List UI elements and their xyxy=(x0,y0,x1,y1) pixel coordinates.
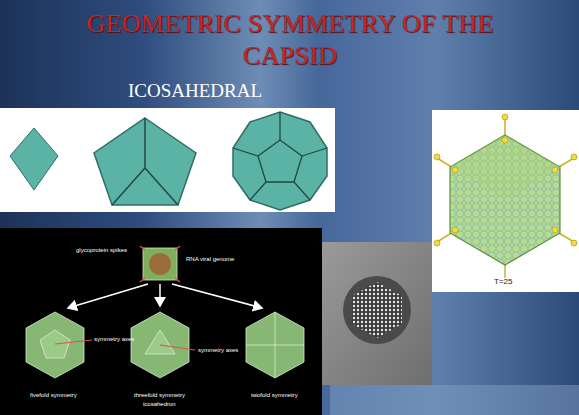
shape-panel xyxy=(0,108,335,212)
icosahedron-shape xyxy=(233,112,327,210)
slide-title: GEOMETRIC SYMMETRY OF THE CAPSID xyxy=(80,8,500,72)
view-caption: icosahedron xyxy=(143,401,176,408)
adenovirus-capsid xyxy=(434,114,577,278)
view-caption: fivefold symmetry xyxy=(30,392,77,399)
view-caption: threefold symmetry xyxy=(134,392,185,399)
capsid-model-panel xyxy=(432,110,579,292)
triangulation-number: T=25 xyxy=(494,277,512,286)
virion-cube xyxy=(140,246,180,282)
section-heading: ICOSAHEDRAL xyxy=(128,80,262,102)
triangular-facet xyxy=(10,128,58,190)
fivefold-icosahedron xyxy=(26,312,92,378)
electron-micrograph xyxy=(322,242,432,385)
axis-label: symmetry axes xyxy=(94,336,134,343)
part-label: RNA viral genome xyxy=(186,256,234,263)
part-label: glycoprotein spikes xyxy=(76,247,127,254)
view-caption: twofold symmetry xyxy=(251,392,298,399)
floor-glow xyxy=(330,385,579,415)
virion-halo xyxy=(343,276,411,344)
pentamer-pentagon xyxy=(94,118,196,205)
threefold-icosahedron xyxy=(131,312,195,378)
virion-particle xyxy=(352,282,402,338)
symmetry-panel xyxy=(0,228,322,415)
view-arrows xyxy=(68,284,262,308)
axis-label: symmetry axes xyxy=(198,347,238,354)
twofold-icosahedron xyxy=(246,312,304,378)
